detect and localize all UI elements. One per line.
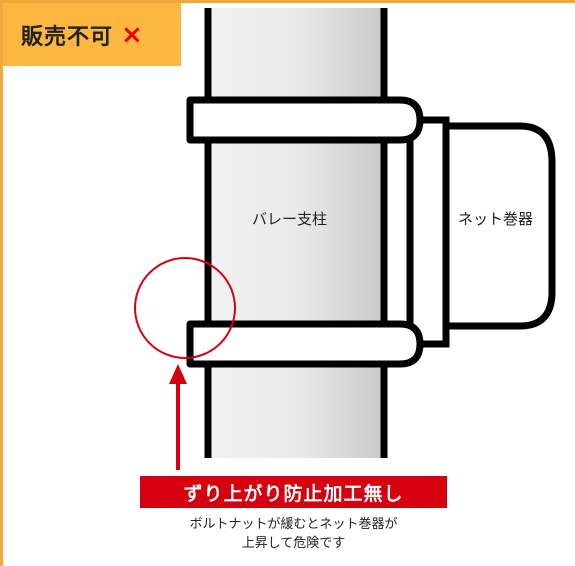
not-for-sale-badge: 販売不可 ×: [3, 3, 181, 66]
reel-connector: [406, 116, 450, 348]
pole-body: [208, 8, 384, 458]
warning-title: ずり上がり防止加工無し: [140, 476, 447, 508]
reel-body: [442, 122, 556, 330]
reel-label: ネット巻器: [458, 210, 534, 228]
badge-label: 販売不可: [21, 24, 114, 50]
warning-arrow-head: [169, 364, 187, 384]
highlight-circle: [134, 257, 236, 359]
warning-note: ボルトナットが緩むとネット巻器が 上昇して危険です: [140, 515, 447, 553]
warning-note-line-1: ボルトナットが緩むとネット巻器が: [189, 517, 398, 532]
upper-clamp-band: [186, 96, 424, 144]
pole-label: バレー支柱: [252, 210, 328, 228]
warning-note-line-2: 上昇して危険です: [241, 536, 346, 551]
cross-icon: ×: [121, 19, 143, 50]
lower-clamp-band: [186, 320, 424, 368]
